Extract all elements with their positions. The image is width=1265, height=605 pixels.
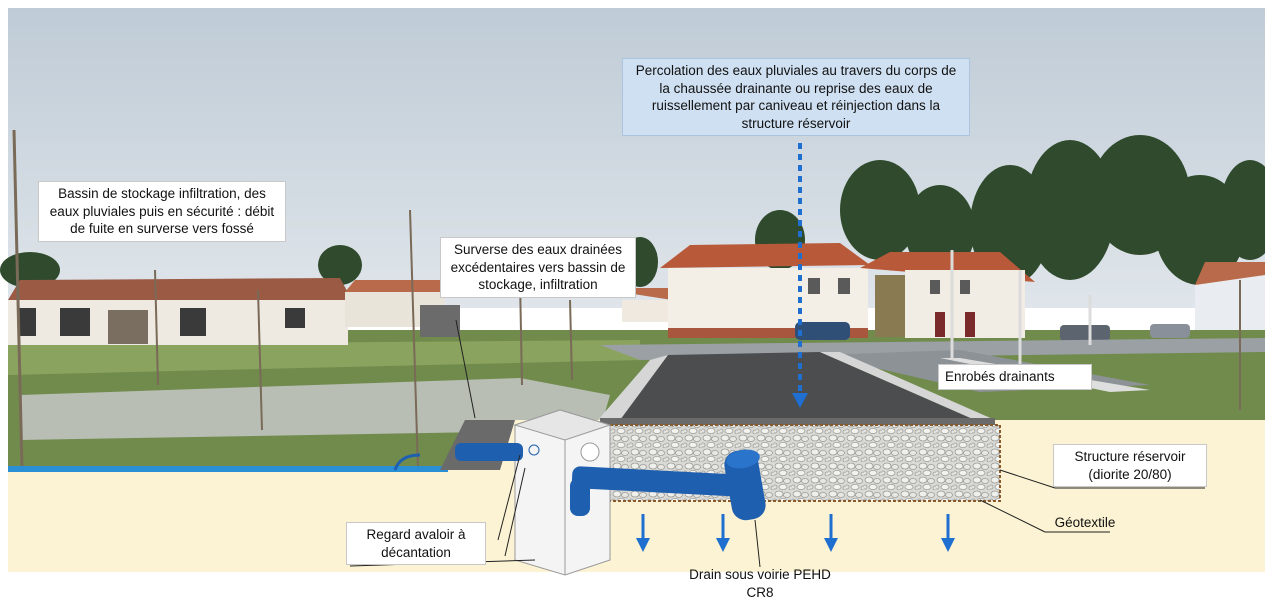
- catch-basin-label: Regard avaloir à décantation: [346, 522, 486, 566]
- drainage-asphalt: [598, 352, 975, 420]
- storage-basin-callout: Bassin de stockage infiltration, des eau…: [38, 181, 286, 242]
- geotextile-label: Géotextile: [1054, 515, 1116, 530]
- cross-section: [8, 143, 1265, 576]
- reservoir-structure-label: Structure réservoir (diorite 20/80): [1053, 444, 1207, 488]
- overflow-callout: Surverse des eaux drainées excédentaires…: [440, 237, 636, 298]
- pipes: [393, 443, 766, 521]
- truck: [420, 305, 460, 337]
- lamp-posts: [950, 250, 1092, 365]
- percolation-callout: Percolation des eaux pluviales au traver…: [622, 58, 970, 137]
- infiltration-arrow-icon: [636, 514, 955, 552]
- drain-label: Drain sous voirie PEHD CR8: [689, 567, 831, 600]
- left-houses: [8, 278, 672, 345]
- ditch-water: [8, 466, 448, 472]
- young-trees: [12, 129, 1241, 471]
- drainage-asphalt-label: Enrobés drainants: [938, 364, 1092, 390]
- storage-basin: [20, 378, 610, 440]
- car: [795, 322, 850, 340]
- percolation-arrow-icon: [792, 143, 808, 408]
- central-houses: [660, 243, 1265, 341]
